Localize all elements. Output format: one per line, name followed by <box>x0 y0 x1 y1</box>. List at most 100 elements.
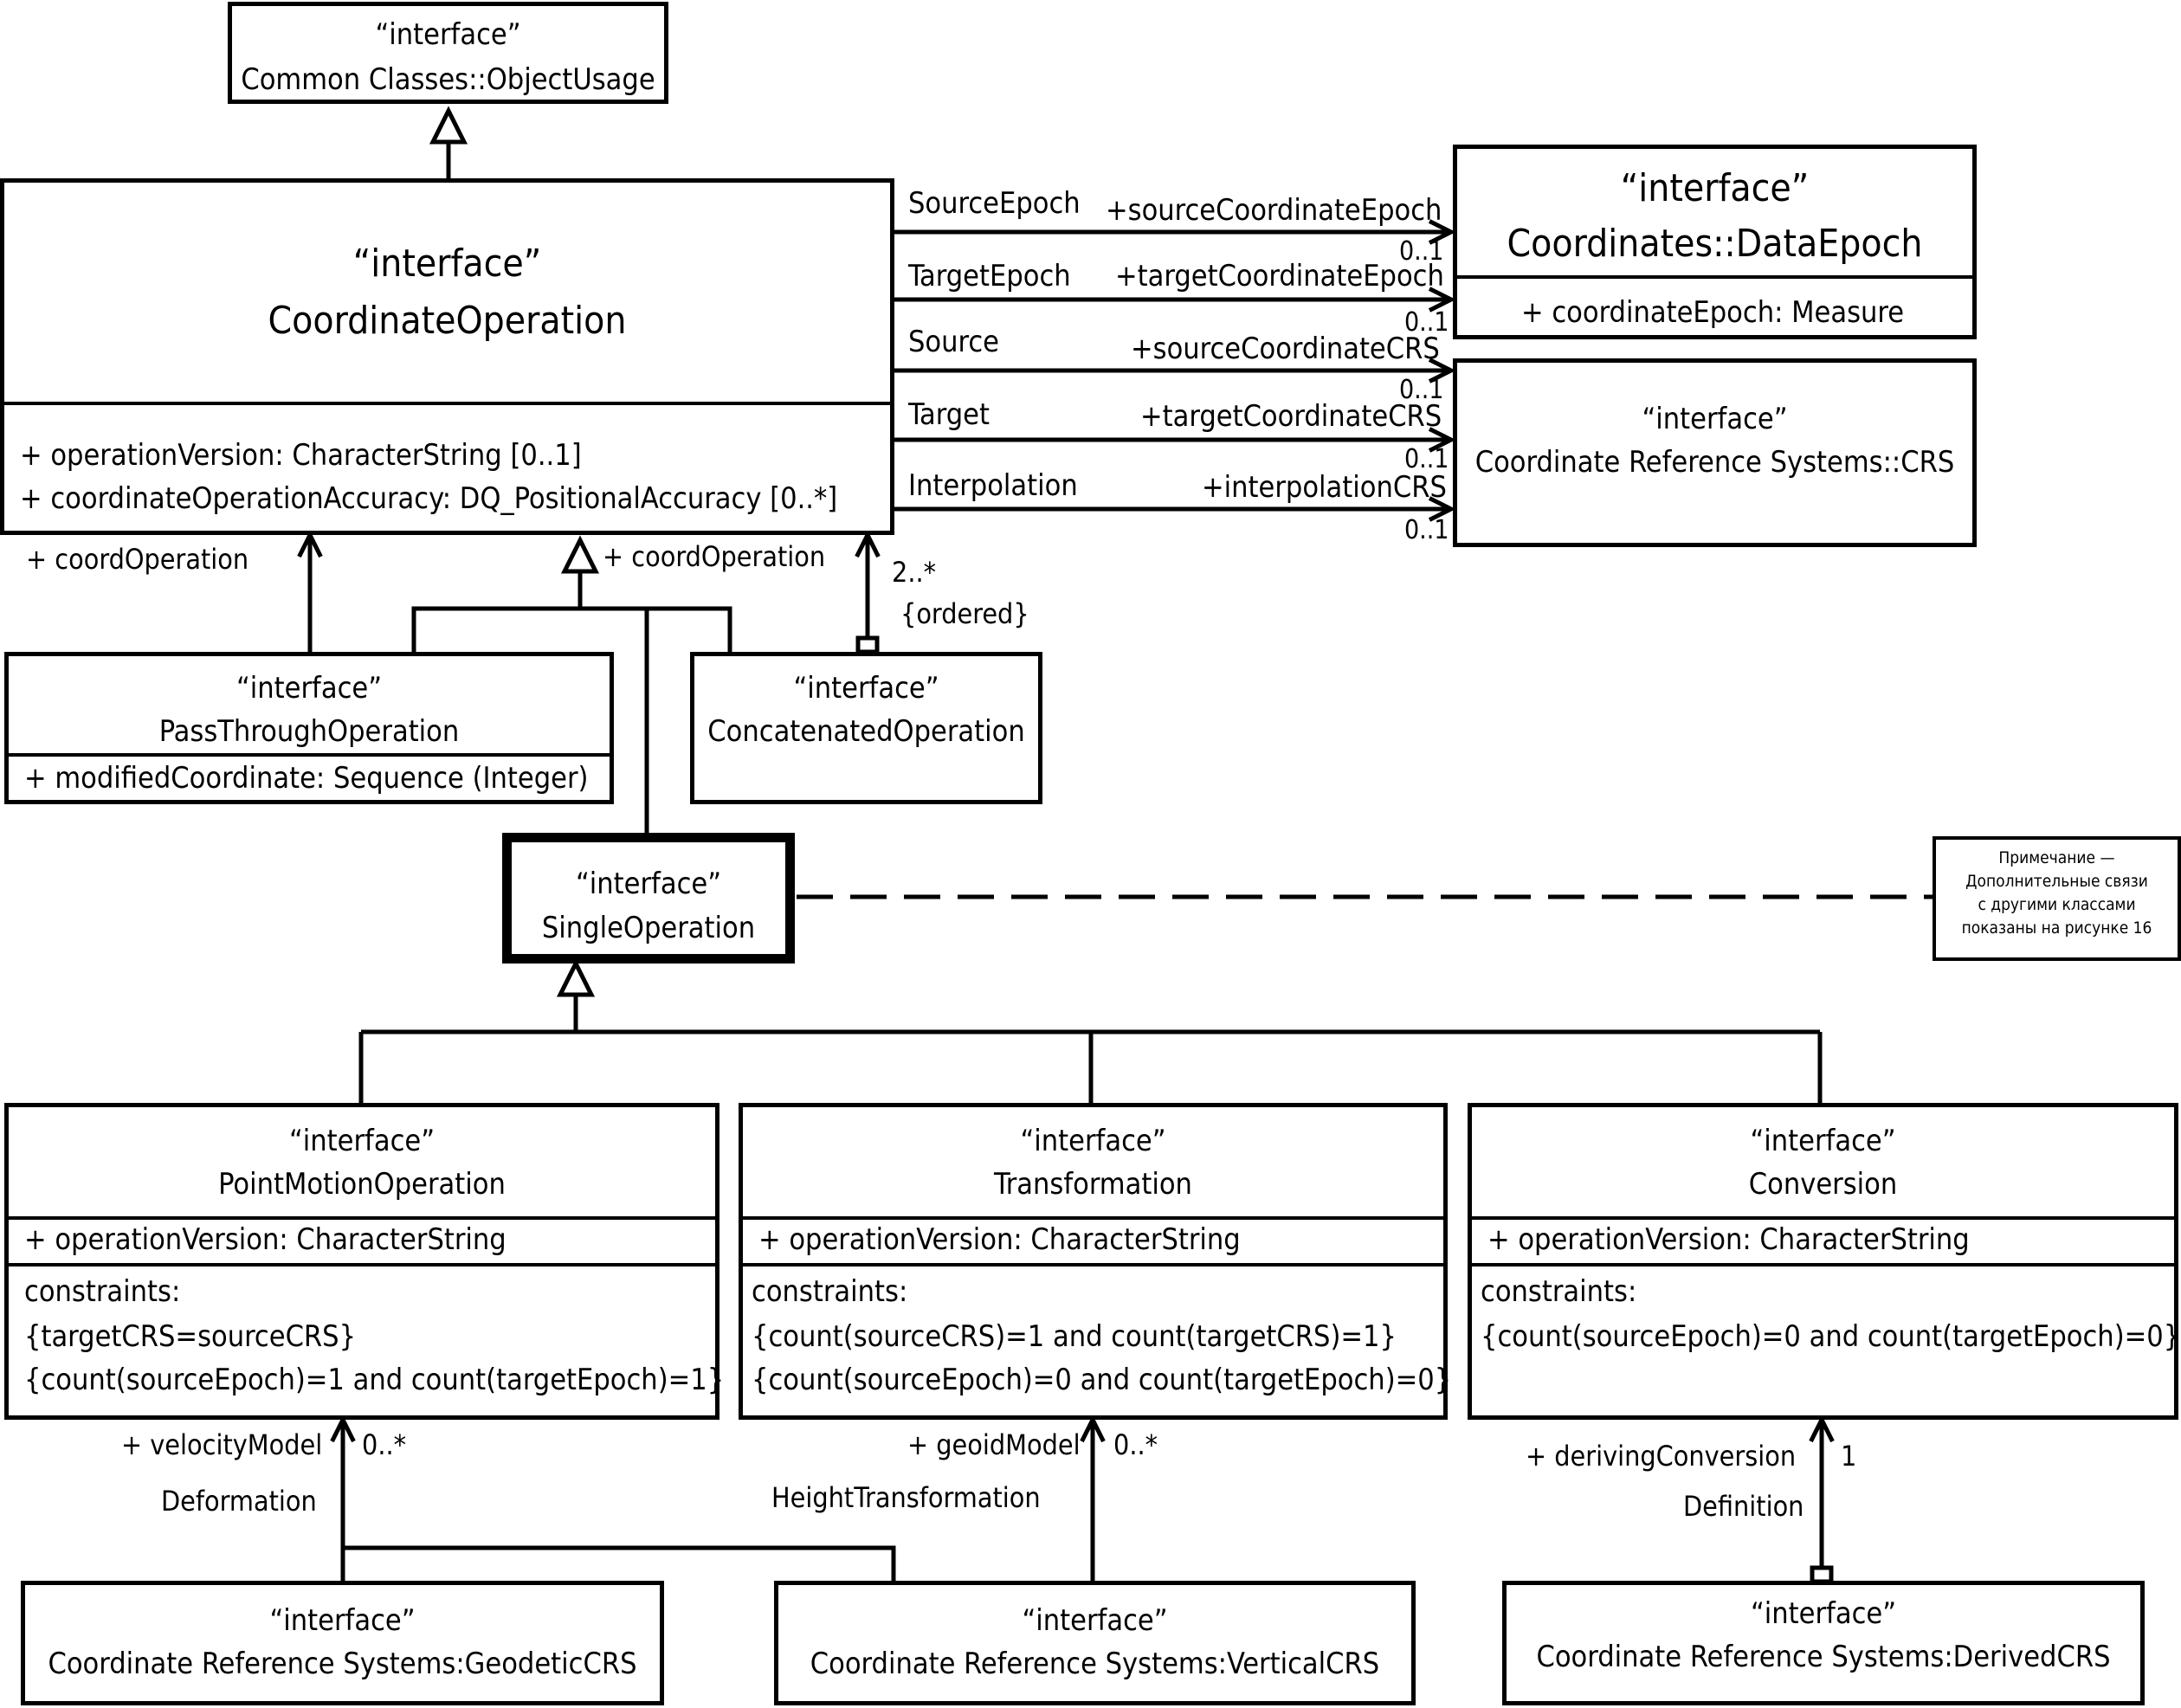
generalization-tree <box>411 606 732 652</box>
constraint: {targetCRS=sourceCRS} <box>24 1319 357 1354</box>
class-single-operation: “interface” SingleOperation <box>502 833 795 964</box>
assoc-role-target-epoch: +targetCoordinateEpoch <box>1115 259 1444 293</box>
class-name: Conversion <box>1748 1167 1898 1202</box>
class-name: Coordinate Reference Systems:DerivedCRS <box>1536 1640 2111 1674</box>
assoc-role-target: +targetCoordinateCRS <box>1140 399 1442 434</box>
constraints-label: constraints: <box>24 1274 181 1309</box>
stereotype-label: “interface” <box>1750 1596 1897 1631</box>
attribute: + operationVersion: CharacterString <box>1487 1222 1970 1257</box>
assoc-mult-target-epoch: 0..1 <box>1404 307 1449 338</box>
class-name: Coordinates::DataEpoch <box>1507 222 1923 266</box>
assoc-mult-target: 0..1 <box>1404 444 1449 474</box>
attribute-separator <box>1457 275 1972 279</box>
stereotype-label: “interface” <box>1022 1603 1168 1638</box>
stereotype-label: “interface” <box>1642 402 1788 436</box>
note-line: показаны на рисунке 16 <box>1961 918 2152 938</box>
stereotype-label: “interface” <box>575 867 722 901</box>
assoc-mult-velocity-model: 0..* <box>362 1428 406 1461</box>
assoc-mult-concatenated: 2..* <box>892 556 936 589</box>
class-data-epoch: “interface” Coordinates::DataEpoch + coo… <box>1453 145 1977 339</box>
class-name: ConcatenatedOperation <box>707 714 1025 749</box>
stereotype-label: “interface” <box>1620 166 1810 210</box>
stereotype-label: “interface” <box>793 671 939 706</box>
assoc-name-source-epoch: SourceEpoch <box>908 186 1081 221</box>
constraints-label: constraints: <box>752 1274 908 1309</box>
constraints-separator <box>743 1263 1443 1266</box>
note-line: Примечание — <box>1998 848 2115 867</box>
assoc-mult-deriving-conversion: 1 <box>1841 1440 1857 1473</box>
assoc-role-concatenated: + coordOperation <box>603 540 826 573</box>
assoc-name-definition: Definition <box>1683 1490 1804 1523</box>
note-line: с другими классами <box>1978 895 2136 914</box>
assoc-name-target: Target <box>908 397 990 432</box>
class-name: Transformation <box>994 1167 1192 1202</box>
constraint: {count(sourceEpoch)=1 and count(targetEp… <box>24 1363 725 1397</box>
note-line: Дополнительные связи <box>1965 872 2148 891</box>
constraints-separator <box>9 1263 715 1266</box>
class-object-usage: “interface” Common Classes::ObjectUsage <box>228 2 668 104</box>
assoc-name-height-transformation: HeightTransformation <box>771 1481 1041 1514</box>
class-name: SingleOperation <box>541 911 756 945</box>
assoc-role-interpolation: +interpolationCRS <box>1202 470 1447 505</box>
attribute-separator <box>743 1216 1443 1220</box>
assoc-name-target-epoch: TargetEpoch <box>908 259 1071 293</box>
stereotype-label: “interface” <box>288 1124 436 1158</box>
constraints-separator <box>1472 1263 2174 1266</box>
class-conversion: “interface” Conversion + operationVersio… <box>1468 1103 2181 1420</box>
assoc-name-interpolation: Interpolation <box>908 468 1078 503</box>
generalization-arrowhead <box>556 958 596 997</box>
aggregation-square <box>855 635 880 654</box>
class-point-motion-operation: “interface” PointMotionOperation + opera… <box>4 1103 724 1420</box>
class-name: CoordinateOperation <box>268 299 627 343</box>
class-transformation: “interface” Transformation + operationVe… <box>739 1103 1452 1420</box>
stereotype-label: “interface” <box>352 242 542 286</box>
class-coordinate-operation: “interface” CoordinateOperation + operat… <box>0 178 894 535</box>
assoc-mult-interpolation: 0..1 <box>1404 515 1449 545</box>
assoc-mult-source-epoch: 0..1 <box>1399 236 1444 267</box>
assoc-constraint-ordered: {ordered} <box>900 597 1029 630</box>
assoc-role-deriving-conversion: + derivingConversion <box>1526 1440 1797 1473</box>
assoc-name-deformation: Deformation <box>161 1485 317 1518</box>
generalization-arrowhead <box>560 535 600 574</box>
assoc-role-geoid-model: + geoidModel <box>907 1428 1081 1461</box>
stereotype-label: “interface” <box>236 671 383 706</box>
assoc-name-source: Source <box>908 325 999 359</box>
attribute: + operationVersion: CharacterString <box>24 1222 507 1257</box>
attribute: + coordinateEpoch: Measure <box>1521 295 1905 330</box>
constraints-label: constraints: <box>1481 1274 1637 1309</box>
class-concatenated-operation: “interface” ConcatenatedOperation <box>690 652 1042 804</box>
class-name: Coordinate Reference Systems:GeodeticCRS <box>48 1647 637 1681</box>
assoc-mult-geoid-model: 0..* <box>1113 1428 1158 1461</box>
attribute-separator <box>1472 1216 2174 1220</box>
generalization-arrowhead <box>429 106 468 145</box>
class-name: Coordinate Reference Systems::CRS <box>1474 445 1955 480</box>
attribute-separator <box>4 402 890 405</box>
constraint: {count(sourceEpoch)=0 and count(targetEp… <box>752 1363 1452 1397</box>
assoc-role-velocity-model: + velocityModel <box>121 1428 323 1461</box>
constraint: {count(sourceCRS)=1 and count(targetCRS)… <box>752 1319 1397 1354</box>
class-crs: “interface” Coordinate Reference Systems… <box>1453 358 1977 547</box>
attribute: + operationVersion: CharacterString <box>758 1222 1241 1257</box>
class-name: Common Classes::ObjectUsage <box>241 62 655 97</box>
class-pass-through-operation: “interface” PassThroughOperation + modif… <box>4 652 614 804</box>
attribute: + coordinateOperationAccuracy: DQ_Positi… <box>20 481 838 516</box>
assoc-mult-source: 0..1 <box>1399 375 1444 405</box>
stereotype-label: “interface” <box>269 1603 416 1638</box>
stereotype-label: “interface” <box>1750 1124 1896 1158</box>
assoc-velocity-model-branch <box>343 1545 896 1581</box>
stereotype-label: “interface” <box>1020 1124 1166 1158</box>
attribute-separator <box>9 753 610 757</box>
note-box: Примечание — Дополнительные связи с друг… <box>1933 836 2181 961</box>
class-name: PassThroughOperation <box>158 714 460 749</box>
class-name: PointMotionOperation <box>218 1167 506 1202</box>
attribute: + modifiedCoordinate: Sequence (Integer) <box>24 761 589 796</box>
class-vertical-crs: “interface” Coordinate Reference Systems… <box>774 1581 1416 1705</box>
attribute-separator <box>9 1216 715 1220</box>
assoc-role-passthrough: + coordOperation <box>26 543 249 576</box>
class-name: Coordinate Reference Systems:VerticalCRS <box>810 1647 1380 1681</box>
aggregation-square <box>1810 1565 1834 1584</box>
class-geodetic-crs: “interface” Coordinate Reference Systems… <box>21 1581 664 1705</box>
stereotype-label: “interface” <box>375 17 521 52</box>
constraint: {count(sourceEpoch)=0 and count(targetEp… <box>1481 1319 2181 1354</box>
